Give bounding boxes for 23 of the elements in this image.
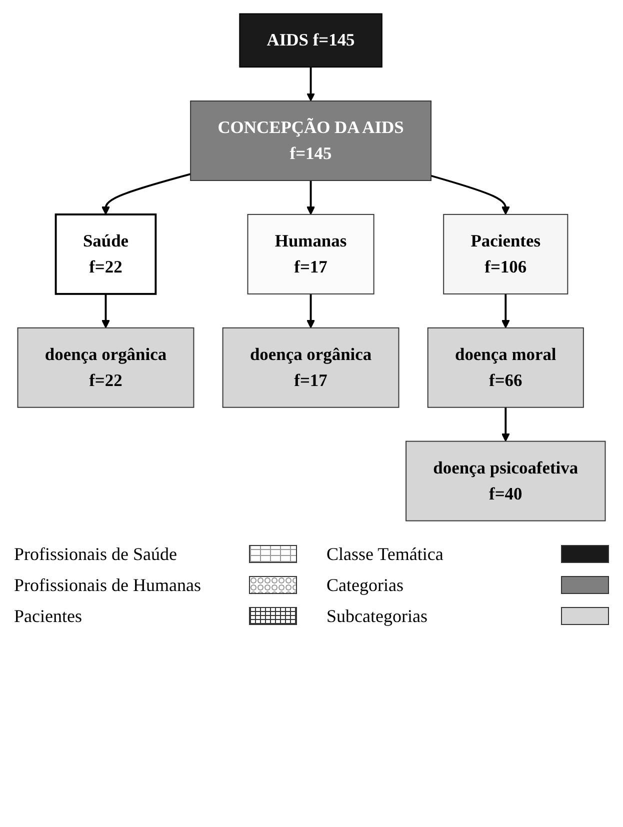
arrow xyxy=(306,294,316,328)
node-box: doença orgânica f=22 xyxy=(17,327,194,408)
legend-text: Pacientes xyxy=(14,606,82,627)
node-box: Humanas f=17 xyxy=(247,214,374,294)
arrow xyxy=(101,294,110,328)
arrow xyxy=(306,180,316,215)
arrow xyxy=(501,407,510,442)
node-box: Saúde f=22 xyxy=(54,213,157,295)
node-box: CONCEPÇÃO DA AIDS f=145 xyxy=(190,100,432,181)
legend-text: Classe Temática xyxy=(326,544,444,565)
arrow xyxy=(306,67,316,102)
arrow xyxy=(101,173,191,215)
legend-text: Categorias xyxy=(326,574,404,596)
node-box: doença orgânica f=17 xyxy=(222,327,400,408)
arrow xyxy=(501,294,510,328)
legend-text: Subcategorias xyxy=(326,606,428,627)
node-box: AIDS f=145 xyxy=(239,13,382,68)
legend-text: Profissionais de Saúde xyxy=(14,544,177,565)
arrow xyxy=(430,174,510,215)
legend-text: Profissionais de Humanas xyxy=(14,574,201,596)
node-box: doença psicoafetiva f=40 xyxy=(406,440,606,522)
node-box: Pacientes f=106 xyxy=(443,214,568,294)
node-box: doença moral f=66 xyxy=(427,327,584,408)
